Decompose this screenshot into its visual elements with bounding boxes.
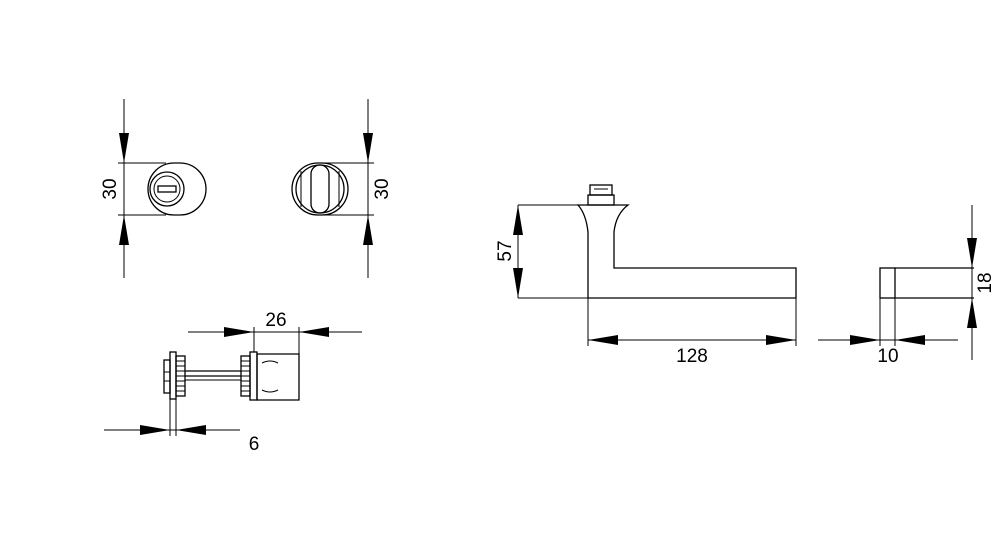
dimension-handle-length: 128 xyxy=(587,298,797,367)
dimension-handle-height: 57 xyxy=(495,204,588,299)
lever-handle-side-view xyxy=(576,184,797,299)
turn-set-side-view xyxy=(163,351,300,401)
dimension-rose-right-height: 30 xyxy=(322,99,393,278)
dim-label-handle-length: 128 xyxy=(676,346,708,367)
rose-left-front-view xyxy=(147,162,207,216)
dimension-rose-left-height: 30 xyxy=(100,99,166,278)
dimension-handle-width: 10 xyxy=(818,298,958,367)
dim-label-handle-thickness: 18 xyxy=(975,272,996,293)
rose-right-front-view xyxy=(291,162,349,216)
dimension-spindle-length: 26 xyxy=(188,310,362,354)
dim-label-spindle-length: 26 xyxy=(265,310,286,331)
dim-label-rose-thickness: 6 xyxy=(249,434,260,455)
dimension-handle-thickness: 18 xyxy=(967,205,996,360)
lever-handle-end-view xyxy=(879,267,974,299)
dim-label-handle-height: 57 xyxy=(495,240,516,261)
dimension-rose-thickness: 6 xyxy=(104,399,259,455)
dim-label-handle-width: 10 xyxy=(877,346,898,367)
dim-label-rose-left: 30 xyxy=(100,178,121,199)
dim-label-rose-right: 30 xyxy=(372,178,393,199)
